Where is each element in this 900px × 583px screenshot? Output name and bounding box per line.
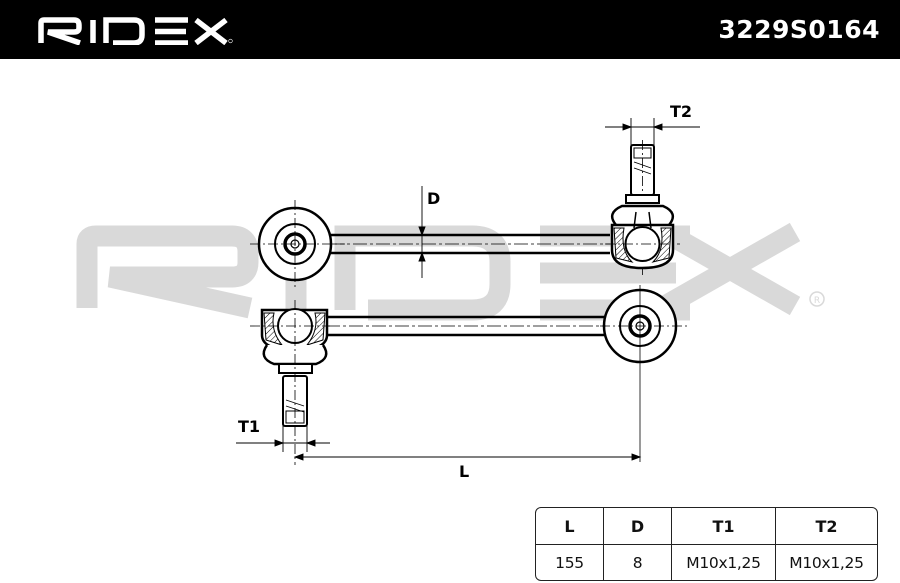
lower-link <box>250 285 688 465</box>
spec-table-header-row: L D T1 T2 <box>536 508 877 544</box>
upper-link <box>250 140 680 288</box>
watermark-registered-mark <box>809 291 825 307</box>
value-cell-t2: M10x1,25 <box>775 545 877 580</box>
part-number: 3229S0164 <box>718 15 880 44</box>
value-cell-l: 155 <box>555 553 584 572</box>
spec-table-value-row: 155 8 M10x1,25 M10x1,25 <box>536 544 877 580</box>
dimension-label-d: D <box>427 189 441 208</box>
ridex-logo <box>38 17 233 45</box>
technical-drawing: R <box>0 59 900 499</box>
header-cell-d: D <box>603 508 671 544</box>
dimension-label-t1: T1 <box>238 417 261 436</box>
header-bar: 3229S0164 <box>0 0 900 59</box>
lower-ball-joint <box>250 300 330 465</box>
header-cell-t2: T2 <box>775 508 877 544</box>
header-cell-t1: T1 <box>671 508 775 544</box>
stabilizer-link-diagram: R <box>76 118 825 465</box>
value-cell-d: 8 <box>603 545 671 580</box>
spec-table: L D T1 T2 155 8 M10x1,25 M10x1,25 <box>535 507 878 581</box>
value-cell-t1: M10x1,25 <box>671 545 775 580</box>
header-cell-l: L <box>564 516 575 536</box>
dimension-lines <box>236 118 700 461</box>
dimension-label-l: L <box>459 462 470 481</box>
svg-text:R: R <box>814 296 820 306</box>
dimension-label-t2: T2 <box>670 102 693 121</box>
upper-ball-joint <box>605 140 680 275</box>
